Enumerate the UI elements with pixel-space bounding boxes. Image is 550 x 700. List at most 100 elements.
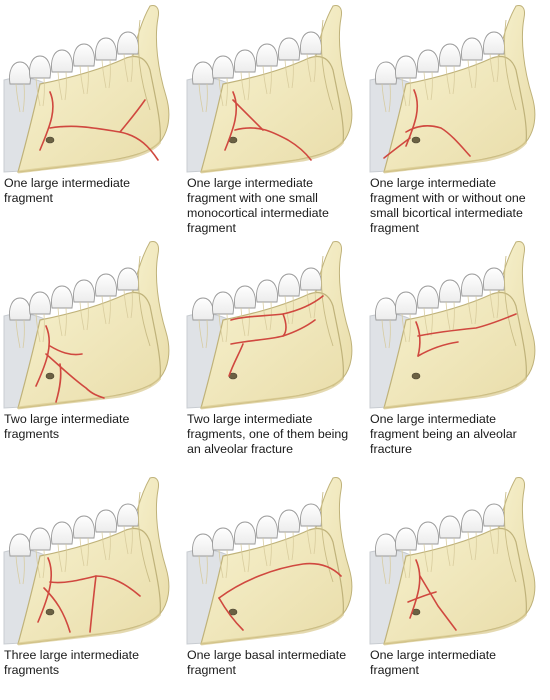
oblique-ridge-line [504,255,517,347]
fracture-line [405,89,419,147]
tooth [9,533,31,557]
tooth-root [408,549,411,579]
mental-foramen [45,136,55,144]
lower-border-shading [383,141,528,174]
tooth [73,515,95,539]
tooth-root [474,531,477,561]
tooth-root [408,313,411,343]
tooth-root [130,53,133,83]
tooth-root [198,83,204,113]
mental-foramen [45,372,55,380]
fracture-line [89,575,97,633]
tooth [483,267,505,291]
tooth [212,291,234,315]
tooth-root [57,543,63,573]
teeth-row [9,503,139,557]
panel-9-illustration [369,477,536,646]
tooth [461,509,483,533]
panel-1-caption: One large intermediate fragment [4,176,131,205]
tooth-root [22,555,25,585]
oblique-ridge-line [321,491,334,583]
panel-2-illustration [186,5,353,174]
tooth-root [123,53,129,83]
tooth-root [101,59,107,89]
tooth [375,297,397,321]
tooth [461,273,483,297]
tooth-root [401,549,407,579]
tooth-root [452,65,455,95]
tooth-root [64,543,67,573]
oblique-ridge-line [138,491,151,583]
tooth-root [240,71,246,101]
tooth-root [205,83,208,113]
tooth [483,31,505,55]
panel-3-caption: One large intermediate fragment with or … [370,176,526,235]
panel-2-caption: One large intermediate fragment with one… [187,176,329,235]
tooth-roots [15,53,133,113]
tooth-roots [381,525,499,585]
tooth [256,43,278,67]
tooth-root [496,525,499,555]
teeth-row [375,267,505,321]
tooth-root [291,295,294,325]
tooth-root [269,65,272,95]
teeth-row [192,31,322,85]
tooth-roots [381,289,499,349]
tooth [29,527,51,551]
tooth-root [306,53,312,83]
tooth-root [489,525,495,555]
lower-border-shading [200,377,345,410]
fracture-line [49,345,83,356]
tooth [95,37,117,61]
fracture-line [409,559,421,619]
fracture-lines [37,557,141,633]
tooth-root [313,53,316,83]
tooth [9,297,31,321]
teeth-row [192,267,322,321]
tooth [395,291,417,315]
tooth [234,285,256,309]
tooth [9,61,31,85]
tooth-root [430,543,433,573]
mental-foramen [411,372,421,380]
tooth-root [291,531,294,561]
panel-9-caption: One large intermediate fragment [370,648,497,677]
tooth-root [86,537,89,567]
tooth-root [381,83,387,113]
oblique-ridge-line [504,19,517,111]
tooth [395,55,417,79]
tooth-root [225,313,228,343]
tooth-root [496,289,499,319]
tooth-root [42,549,45,579]
tooth [256,515,278,539]
tooth-root [262,301,268,331]
tooth-root [108,295,111,325]
tooth [256,279,278,303]
tooth-roots [15,525,133,585]
tooth [300,31,322,55]
tooth-root [101,295,107,325]
tooth-root [452,301,455,331]
tooth [192,533,214,557]
tooth-root [205,555,208,585]
teeth-row [9,267,139,321]
tooth-root [408,77,411,107]
tooth [278,273,300,297]
tooth-root [15,83,21,113]
tooth-root [101,531,107,561]
fracture-line [39,91,54,151]
tooth-root [218,313,224,343]
oblique-ridge-line [138,255,151,347]
tooth-root [130,289,133,319]
tooth-root [313,525,316,555]
tooth [375,533,397,557]
tooth [192,61,214,85]
lower-border-shading [383,613,528,646]
tooth-root [64,71,67,101]
fracture-line [415,321,421,357]
fracture-line [407,591,437,603]
tooth [212,527,234,551]
fracture-lines [218,562,342,631]
tooth-root [35,77,41,107]
tooth-root [430,71,433,101]
